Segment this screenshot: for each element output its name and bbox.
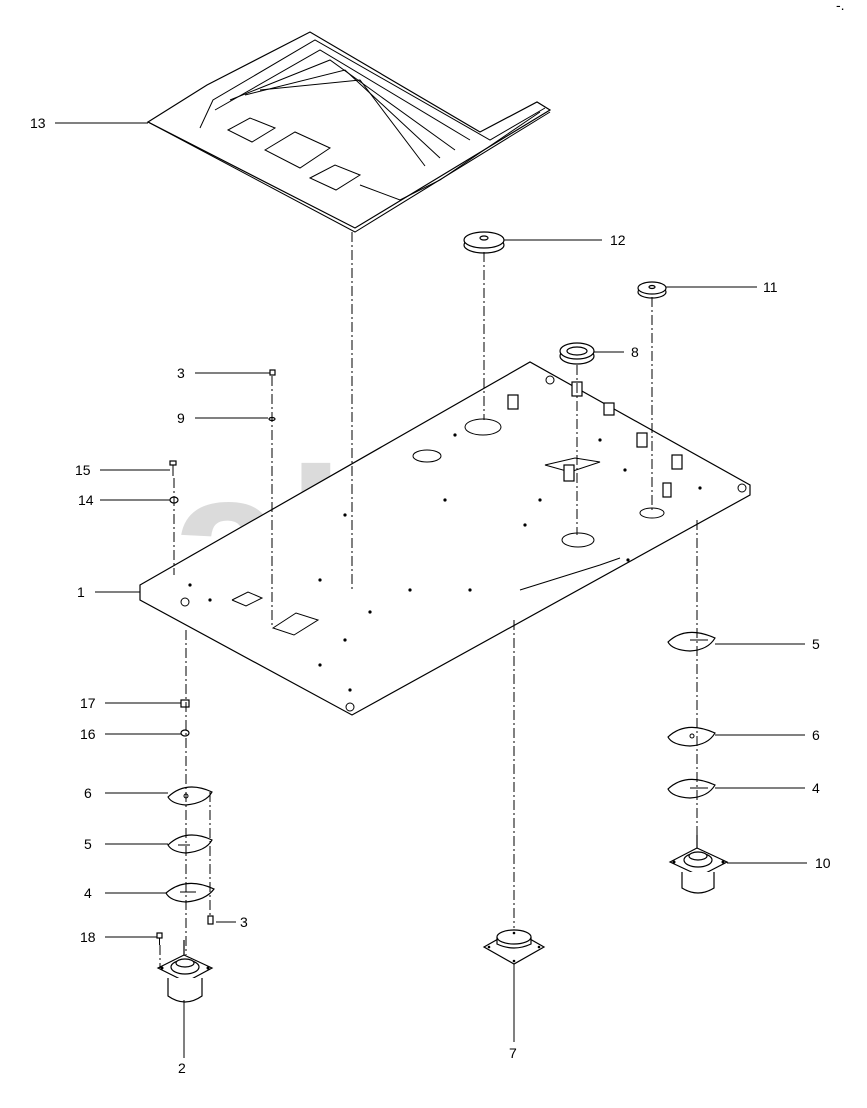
callout-1: 1 [77, 584, 85, 600]
callout-4-left: 4 [84, 885, 92, 901]
alignment-lines [159, 232, 698, 968]
shim-plate-part-4-left [165, 882, 215, 903]
callout-15: 15 [75, 462, 91, 478]
grommet-part-12 [463, 231, 505, 254]
mount-part-7 [482, 929, 546, 965]
callout-16: 16 [80, 726, 96, 742]
callout-13: 13 [30, 115, 46, 131]
floor-mat-part-13 [146, 31, 552, 233]
floor-plate-part-1 [139, 361, 751, 716]
grommet-part-11 [637, 281, 667, 299]
nut-part-17 [180, 699, 190, 708]
callout-3-top: 3 [177, 365, 185, 381]
shim-plate-part-6-left [167, 786, 213, 806]
screw-part-15 [169, 460, 177, 476]
callout-5-left: 5 [84, 836, 92, 852]
leader-lines [55, 122, 807, 1058]
callout-3-lower: 3 [240, 914, 248, 930]
shim-plate-part-5-left [167, 834, 213, 854]
callout-7: 7 [509, 1045, 517, 1061]
callout-2: 2 [178, 1060, 186, 1076]
callout-8: 8 [631, 344, 639, 360]
callout-9: 9 [177, 410, 185, 426]
shim-plate-part-4-right [667, 778, 716, 799]
shim-plate-part-6-right [667, 726, 716, 747]
callout-4-right: 4 [812, 780, 820, 796]
bolt-part-3-lower [207, 915, 214, 925]
callout-12: 12 [610, 232, 626, 248]
callout-17: 17 [80, 695, 96, 711]
callout-6-right: 6 [812, 727, 820, 743]
shim-plate-part-5-right [667, 631, 716, 652]
mount-part-10 [668, 835, 729, 894]
callout-10: 10 [815, 855, 831, 871]
callout-11: 11 [763, 279, 778, 295]
callout-18: 18 [80, 929, 96, 945]
callout-6-left: 6 [84, 785, 92, 801]
mount-part-2 [156, 940, 214, 1003]
bolt-part-3-top [269, 369, 276, 376]
callout-14: 14 [78, 492, 94, 508]
callout-labels: 13 12 11 8 3 9 15 14 1 5 6 4 10 17 16 6 … [30, 115, 831, 1076]
corner-mark: -. [836, 0, 845, 13]
ring-part-8 [559, 342, 595, 365]
screw-part-18 [156, 932, 163, 945]
callout-5-right: 5 [812, 636, 820, 652]
washer-part-16 [180, 729, 190, 737]
